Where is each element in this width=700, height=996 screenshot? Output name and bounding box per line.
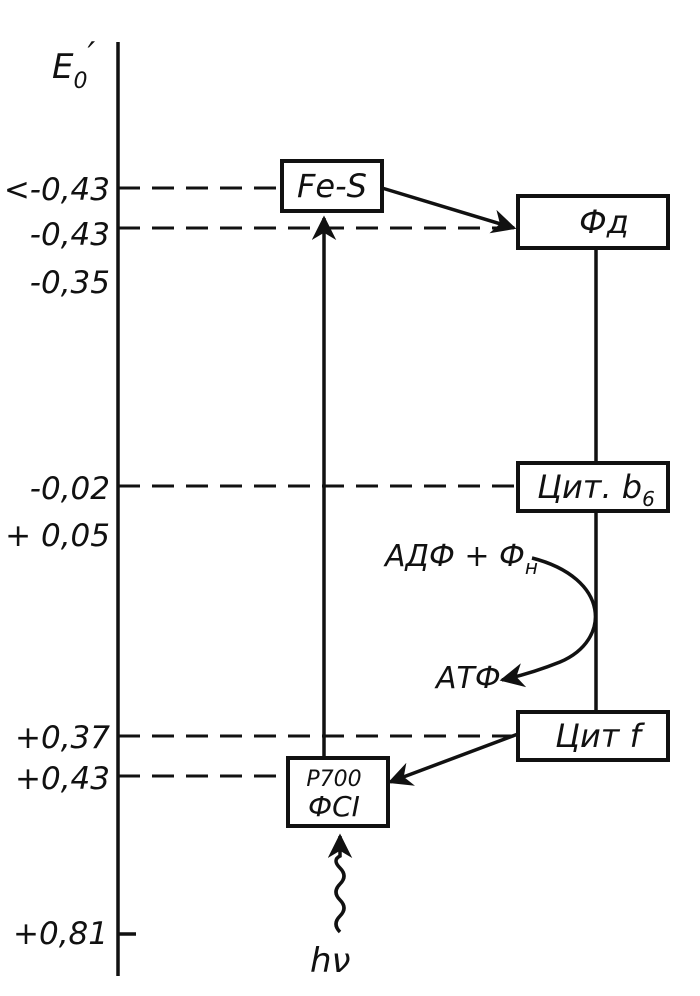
axis-title: E0′: [52, 35, 95, 94]
tick-label-minus-043: -0,43: [30, 217, 110, 253]
light-wave-arrow: [327, 833, 353, 934]
tick-label-plus-037: +0,37: [15, 720, 110, 756]
tick-label-plus-043: +0,43: [15, 761, 110, 797]
fes-to-fd-arrow: [381, 186, 517, 234]
hv-label: hν: [310, 941, 351, 981]
cytf-to-p700-arrow: [387, 732, 519, 786]
phosphorylation-arrow: [499, 556, 598, 688]
p700-box: [286, 756, 390, 828]
cyt-b6-box: [516, 461, 670, 513]
tick-label-plus-005: + 0,05: [5, 518, 110, 554]
cyt-b6-sub: 6: [642, 487, 655, 511]
fd-label: Фд: [579, 203, 629, 241]
cyt-f-box: [516, 710, 670, 762]
fd-box: [516, 194, 670, 250]
fe-s-label: Fe-S: [297, 167, 367, 205]
atp-label: АТФ: [434, 661, 501, 696]
cyt-b6-label: Цит. b6: [537, 468, 655, 511]
adp-pi-main: АДФ + Ф: [383, 539, 525, 574]
tick-label-plus-081: +0,81: [13, 916, 108, 952]
ps1-label: ФСI: [308, 790, 360, 823]
cyt-b6-main: Цит. b: [537, 468, 642, 506]
cyt-f-label: Цит f: [555, 717, 645, 755]
adp-pi-sub: н: [525, 555, 538, 579]
tick-label-minus-002: -0,02: [30, 471, 110, 507]
tick-label-lt-minus-043: <-0,43: [4, 172, 110, 208]
tick-label-minus-035: -0,35: [30, 265, 110, 301]
adp-pi-label: АДФ + Фн: [383, 539, 538, 579]
fe-s-box: [280, 159, 384, 213]
axis-title-main: E: [52, 47, 74, 87]
p700-label: P700: [306, 767, 361, 792]
axis-title-sub: 0: [73, 69, 87, 94]
axis-title-prime: ′: [87, 35, 95, 75]
